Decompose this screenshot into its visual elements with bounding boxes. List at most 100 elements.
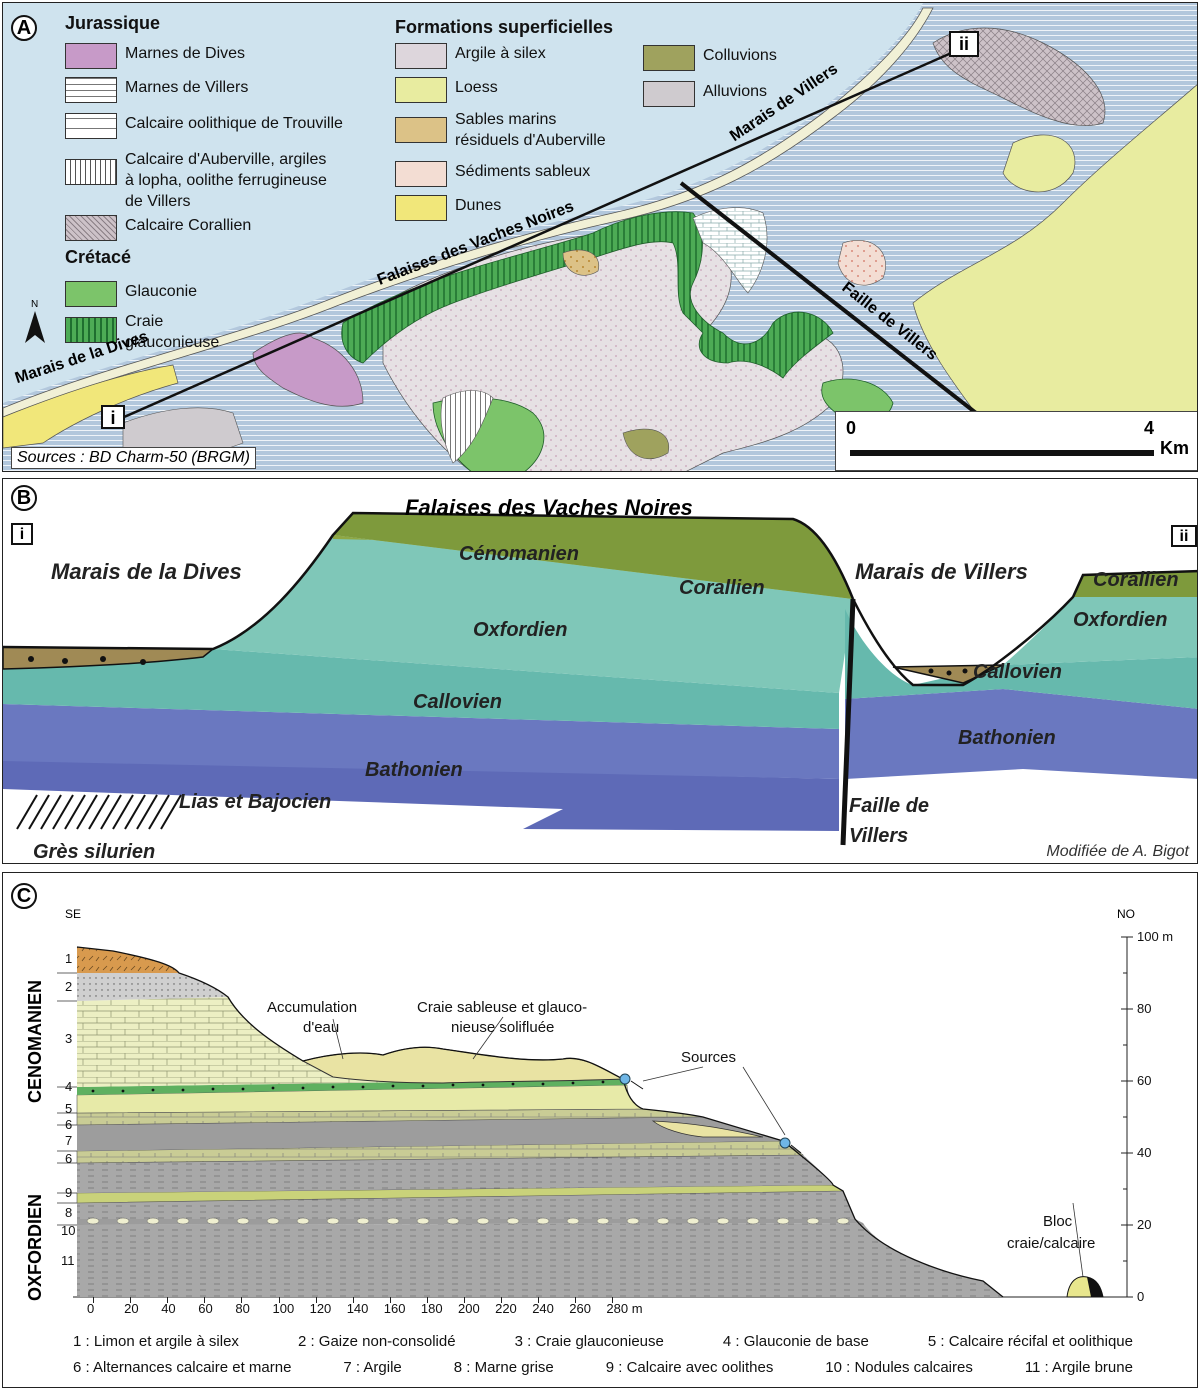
stratum-gres-silurien: Grès silurien [33,841,156,863]
layer-oxfordien-right [1003,589,1197,665]
x-tick-label: 0 [87,1301,95,1316]
coast-strip [3,7,934,418]
y-tick-label: 100 m [1137,929,1174,944]
x-tick-label: 180 [420,1301,443,1316]
cliff-profile-outline [76,946,1004,1298]
y-tick-label: 40 [1137,1145,1152,1160]
x-tick-mark [241,1297,243,1303]
legend-swatch [65,113,117,139]
layer-6-lower [77,1155,833,1193]
topo-line-left [3,511,855,651]
annotation-craie: Craie sableuse et glauco- [417,999,588,1016]
legend-swatch [65,159,117,185]
spring-arrow-lower [790,1144,802,1154]
annotation-accumulation: Accumulation [267,999,358,1016]
legend-item-colluvions: Colluvions [643,45,777,71]
spring-lower-icon [779,1137,791,1149]
layer-num: 2 [65,979,73,994]
x-tick-mark [352,1297,354,1303]
cliff-profile-canvas [57,936,1133,1298]
soliflux-debris [651,1120,764,1138]
x-tick-label: 140 [346,1301,369,1316]
x-tick-mark [575,1297,577,1303]
legend-title-cretace: Crétacé [65,247,132,267]
caption-item: 11 : Argile brune [1024,1359,1133,1376]
stratum-corallien-left: Corallien [679,577,765,599]
legend-swatch [395,43,447,69]
x-tick-mark [426,1297,428,1303]
fault-line-section [840,598,856,846]
section-point-ii: ii [949,31,979,57]
x-tick-mark [464,1297,465,1303]
annotation-accumulation-2: d'eau [303,1019,340,1036]
caption-item: 6 : Alternances calcaire et marne [73,1359,292,1376]
legend-title-superficielles: Formations superficielles [395,17,614,37]
x-tick-label: 100 [272,1301,295,1316]
section-point-i: i [101,405,125,429]
x-tick-mark [501,1297,503,1303]
caption-item: 8 : Marne grise [453,1359,554,1376]
caption-item: 1 : Limon et argile à silex [73,1333,239,1350]
marsh-pebbles-left [28,656,146,665]
legend-swatch [643,81,695,107]
x-tick-mark [167,1297,169,1303]
spring-upper-icon [619,1073,631,1085]
legend-item-sables-marins: Sables marins résiduels d'Auberville [395,109,606,151]
layer-callovien-left [3,649,839,729]
north-letter: N [31,299,39,310]
scale-start: 0 [846,418,857,438]
leader-bloc [1072,1202,1084,1278]
panel-badge-c: C [11,883,37,909]
legend-swatch [643,45,695,71]
x-tick-label: 80 [235,1301,250,1316]
layer-7-argile [77,1117,783,1151]
legend-item-marnes-dives: Marnes de Dives [65,43,245,69]
stratum-oxfordien-left: Oxfordien [473,619,568,641]
layer-number-ticks [57,972,77,1226]
layer-11-argile-brune [77,1223,1003,1297]
layer-num: 4 [65,1079,73,1094]
map-canvas [3,3,1197,471]
annotation-craie-2: nieuse solifluée [451,1019,555,1036]
stage-label-cenomanien: CENOMANIEN [25,979,45,1103]
cross-section-panel: B Falaises des Vaches Noires i ii Marais… [2,478,1198,864]
x-tick-label: 40 [161,1301,176,1316]
x-tick-label: 240 [532,1301,554,1316]
label-marais-dives-section: Marais de la Dives [51,559,242,584]
x-tick-mark [538,1297,540,1303]
legend-swatch [65,43,117,69]
y-tick-label: 0 [1137,1289,1145,1304]
caption-item: 7 : Argile [343,1359,402,1376]
y-tick-label: 80 [1137,1001,1152,1016]
caption-item: 2 : Gaize non-consolidé [297,1333,456,1350]
layer-lias-left [3,759,839,831]
layer-6-alternances [76,1140,804,1164]
x-tick-label: 160 [383,1301,406,1316]
layer-corallien-right [1073,571,1197,597]
fault-label-line1: Faille de [849,795,930,817]
layer-num: 3 [65,1031,73,1046]
nodules-row [86,1217,850,1225]
legend-swatch [395,117,447,143]
sediments-sableux-area [837,240,886,286]
marsh-pebbles-right [928,668,968,676]
layer-num: 5 [65,1101,73,1116]
stratum-corallien-right: Corallien [1093,569,1179,591]
legend-swatch [65,281,117,307]
layer-1-limon [77,947,179,973]
scale-unit: Km [1160,438,1190,458]
craie-glauconieuse-area [341,211,834,379]
caption-item: 9 : Calcaire avec oolithes [605,1359,774,1376]
dunes-area [3,364,179,449]
x-tick-label: 120 [309,1301,332,1316]
panel-badge-a: A [11,15,37,41]
x-tick-mark [204,1297,206,1303]
x-tick-label: 200 [458,1301,480,1316]
y-tick-label: 60 [1137,1073,1152,1088]
layer-3-craie [77,997,623,1087]
legend-item-loess: Loess [395,77,498,103]
scale-bar: 0 4 Km [835,411,1197,471]
legend-item-calcaire-trouville: Calcaire oolithique de Trouville [65,113,343,139]
annotation-bloc-2: craie/calcaire [1007,1235,1096,1252]
marnes-dives-area [252,332,364,407]
